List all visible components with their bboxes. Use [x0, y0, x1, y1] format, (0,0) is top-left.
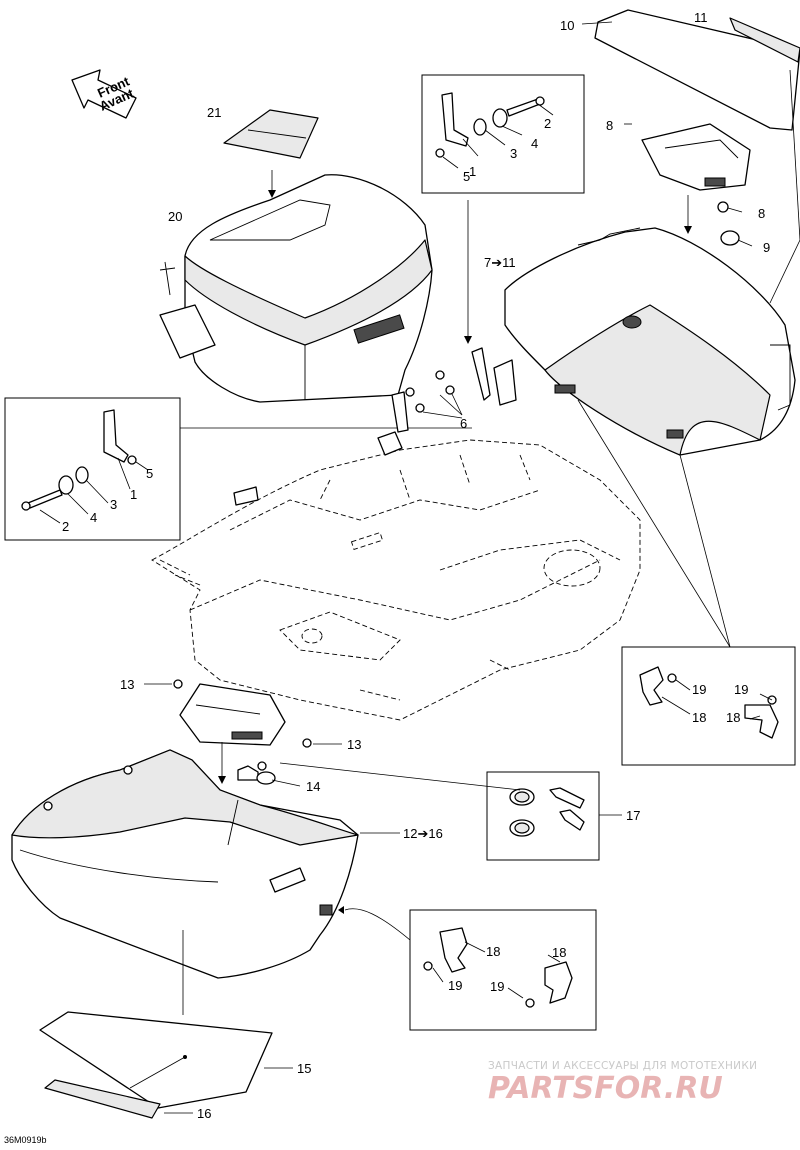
lower-case-part-12	[11, 749, 359, 979]
brackets-part-6	[233, 347, 517, 506]
callout-15: 15	[297, 1061, 311, 1076]
callout-1-top: 1	[469, 164, 476, 179]
callout-19-right-a: 19	[692, 682, 706, 697]
callout-8-a: 8	[606, 118, 613, 133]
callout-2-left: 2	[62, 519, 69, 534]
callout-21: 21	[207, 105, 221, 120]
figure-reference: 36M0919b	[4, 1135, 47, 1145]
callout-3-left: 3	[110, 497, 117, 512]
strip-part-16	[44, 1079, 161, 1119]
callout-11-decal: 11	[694, 10, 708, 25]
callout-10: 10	[560, 18, 574, 33]
decal-part-21	[223, 109, 319, 159]
callout-13-a: 13	[120, 677, 134, 692]
front-direction-arrow: Front Avant	[71, 69, 137, 119]
lid-liner-part-8	[641, 123, 751, 191]
callout-16: 16	[197, 1106, 211, 1121]
callout-6: 6	[460, 416, 467, 431]
callout-19-lower-b: 19	[490, 979, 504, 994]
callout-20: 20	[168, 209, 182, 224]
latch-parts-lower	[423, 927, 573, 1008]
decal-part-11	[729, 17, 800, 63]
callout-2-top: 2	[544, 116, 551, 131]
callout-18-lower-b: 18	[552, 945, 566, 960]
tail-trunk-part-7	[504, 9, 800, 456]
watermark-brand: PARTSFOR.RU	[488, 1071, 723, 1106]
callout-4-top: 4	[531, 136, 538, 151]
mat-part-15	[39, 1011, 273, 1109]
lock-parts-17	[509, 787, 585, 837]
callout-19-lower-a: 19	[448, 978, 462, 993]
callout-7-11: 7➔11	[484, 255, 516, 270]
callout-5-left: 5	[146, 466, 153, 481]
vehicle-frame-reference	[151, 439, 641, 721]
callout-13-b: 13	[347, 737, 361, 752]
hinge-kit-box-left	[4, 397, 181, 541]
callout-12-16: 12➔16	[403, 826, 443, 841]
callout-4-left: 4	[90, 510, 97, 525]
callout-9: 9	[763, 240, 770, 255]
hinge-parts-left	[21, 409, 137, 511]
callout-19-right-b: 19	[734, 682, 748, 697]
watermark: ЗАПЧАСТИ И АКСЕССУАРЫ ДЛЯ МОТОТЕХНИКИ PA…	[488, 1060, 757, 1106]
callout-labels: 1 2 3 4 5 7➔11 8 8 9 10 11 21 20 6 5 1 3…	[62, 10, 770, 1121]
callout-3-top: 3	[510, 146, 517, 161]
top-case-part-20	[159, 109, 433, 403]
callout-18-lower-a: 18	[486, 944, 500, 959]
callout-18-right-a: 18	[692, 710, 706, 725]
callout-8-b: 8	[758, 206, 765, 221]
callout-5-top: 5	[463, 169, 470, 184]
callout-1-left: 1	[130, 487, 137, 502]
liner-part-13	[173, 679, 312, 785]
hinge-parts-top	[435, 92, 545, 158]
callout-17: 17	[626, 808, 640, 823]
decal-part-10	[594, 9, 800, 131]
callout-14: 14	[306, 779, 320, 794]
watermark-tagline: ЗАПЧАСТИ И АКСЕССУАРЫ ДЛЯ МОТОТЕХНИКИ	[488, 1060, 757, 1072]
callout-18-right-b: 18	[726, 710, 740, 725]
lock-kit-box	[486, 771, 600, 861]
